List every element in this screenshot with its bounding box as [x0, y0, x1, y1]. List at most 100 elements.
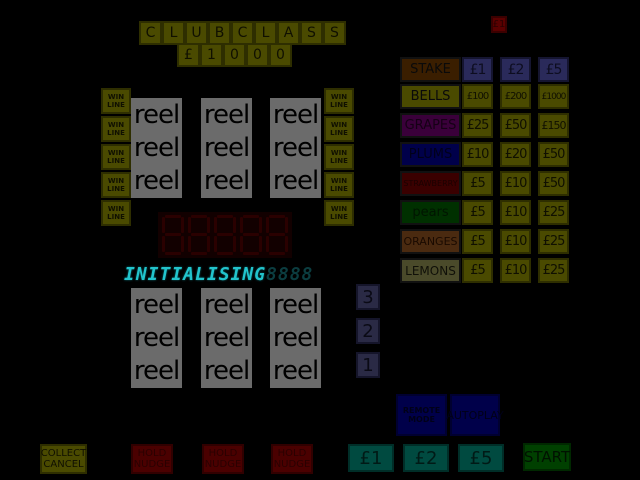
coin-1-button[interactable]: £1 — [348, 444, 394, 472]
coin-5-button[interactable]: £5 — [458, 444, 504, 472]
bottom-reel-2: reel reel reel — [201, 288, 252, 388]
reel-symbol: reel — [133, 289, 180, 320]
jackpot-char: 1 — [200, 43, 223, 67]
payout-value: £20 — [500, 142, 531, 167]
top-reel-2: reel reel reel — [201, 98, 252, 198]
reel-symbol: reel — [203, 356, 250, 387]
nudge-indicator-3: 3 — [356, 284, 380, 310]
led-win-display — [158, 212, 292, 258]
title-letter: L — [162, 21, 185, 45]
message-display: INITIALISING8888 — [124, 264, 313, 285]
led-digit — [266, 215, 288, 255]
reel-symbol: reel — [272, 99, 319, 130]
top-reel-1: reel reel reel — [131, 98, 182, 198]
title-letter: C — [231, 21, 254, 45]
payout-value: £100 — [462, 84, 493, 109]
title-letter: C — [139, 21, 162, 45]
led-digit — [188, 215, 210, 255]
payout-value: £25 — [462, 113, 493, 138]
payout-value: £50 — [538, 142, 569, 167]
reel-symbol: reel — [203, 99, 250, 130]
collect-cancel-button[interactable]: COLLECT CANCEL — [40, 444, 87, 474]
jackpot-display: £ 1 0 0 0 — [177, 43, 292, 67]
title-letter: U — [185, 21, 208, 45]
hold-nudge-button-3[interactable]: HOLD NUDGE — [271, 444, 313, 474]
led-digit — [162, 215, 184, 255]
message-blank-segments: 8888 — [266, 264, 314, 285]
paytable: STAKE £1 £2 £5 BELLS £100 £200 £1000 GRA… — [400, 57, 569, 283]
title-letter: S — [300, 21, 323, 45]
led-digit — [240, 215, 262, 255]
payout-value: £10 — [462, 142, 493, 167]
bottom-reel-3: reel reel reel — [270, 288, 321, 388]
nudge-indicator-2: 2 — [356, 318, 380, 344]
symbol-label: BELLS — [400, 84, 461, 109]
bottom-reel-1: reel reel reel — [131, 288, 182, 388]
payout-value: £10 — [500, 171, 531, 196]
title-letter: S — [323, 21, 346, 45]
payout-value: £5 — [462, 200, 493, 225]
reel-symbol: reel — [203, 132, 250, 163]
reel-symbol: reel — [203, 289, 250, 320]
reel-symbol: reel — [272, 356, 319, 387]
payout-value: £25 — [538, 229, 569, 254]
remote-mode-button[interactable]: REMOTE MODE — [396, 394, 447, 436]
payout-value: £10 — [500, 229, 531, 254]
jackpot-char: 0 — [269, 43, 292, 67]
payout-value: £150 — [538, 113, 569, 138]
paytable-row-lemons: LEMONS £5 £10 £25 — [400, 258, 569, 283]
paytable-stake-row: STAKE £1 £2 £5 — [400, 57, 569, 82]
payout-value: £5 — [462, 258, 493, 283]
club-class-title: C L U B C L A S S — [139, 21, 346, 45]
payout-value: £10 — [500, 258, 531, 283]
message-text: INITIALISING — [124, 264, 267, 285]
payout-value: £50 — [500, 113, 531, 138]
reel-symbol: reel — [203, 166, 250, 197]
hold-nudge-button-2[interactable]: HOLD NUDGE — [202, 444, 244, 474]
jackpot-char: 0 — [223, 43, 246, 67]
payout-value: £1000 — [538, 84, 569, 109]
symbol-label: STRAWBERRY — [400, 171, 461, 196]
paytable-row-plums: PLUMS £10 £20 £50 — [400, 142, 569, 167]
jackpot-char: 0 — [246, 43, 269, 67]
reel-symbol: reel — [272, 322, 319, 353]
reel-symbol: reel — [133, 99, 180, 130]
title-letter: A — [277, 21, 300, 45]
stake-label: STAKE — [400, 57, 461, 82]
paytable-row-oranges: ORANGES £5 £10 £25 — [400, 229, 569, 254]
reel-symbol: reel — [272, 289, 319, 320]
stake-1: £1 — [462, 57, 493, 82]
coin-2-button[interactable]: £2 — [403, 444, 449, 472]
paytable-row-grapes: GRAPES £25 £50 £150 — [400, 113, 569, 138]
reel-symbol: reel — [133, 166, 180, 197]
hold-nudge-button-1[interactable]: HOLD NUDGE — [131, 444, 173, 474]
payout-value: £5 — [462, 229, 493, 254]
stake-2: £2 — [500, 57, 531, 82]
reel-symbol: reel — [272, 166, 319, 197]
paytable-row-pears: pears £5 £10 £25 — [400, 200, 569, 225]
payout-value: £10 — [500, 200, 531, 225]
payout-value: £25 — [538, 258, 569, 283]
payout-value: £5 — [462, 171, 493, 196]
payout-value: £25 — [538, 200, 569, 225]
top-reel-3: reel reel reel — [270, 98, 321, 198]
start-button[interactable]: START — [523, 443, 571, 471]
payout-value: £200 — [500, 84, 531, 109]
title-letter: B — [208, 21, 231, 45]
reel-symbol: reel — [133, 132, 180, 163]
stake-3: £5 — [538, 57, 569, 82]
payout-value: £50 — [538, 171, 569, 196]
autoplay-button[interactable]: AUTOPLAY — [446, 394, 504, 436]
led-digit — [214, 215, 236, 255]
